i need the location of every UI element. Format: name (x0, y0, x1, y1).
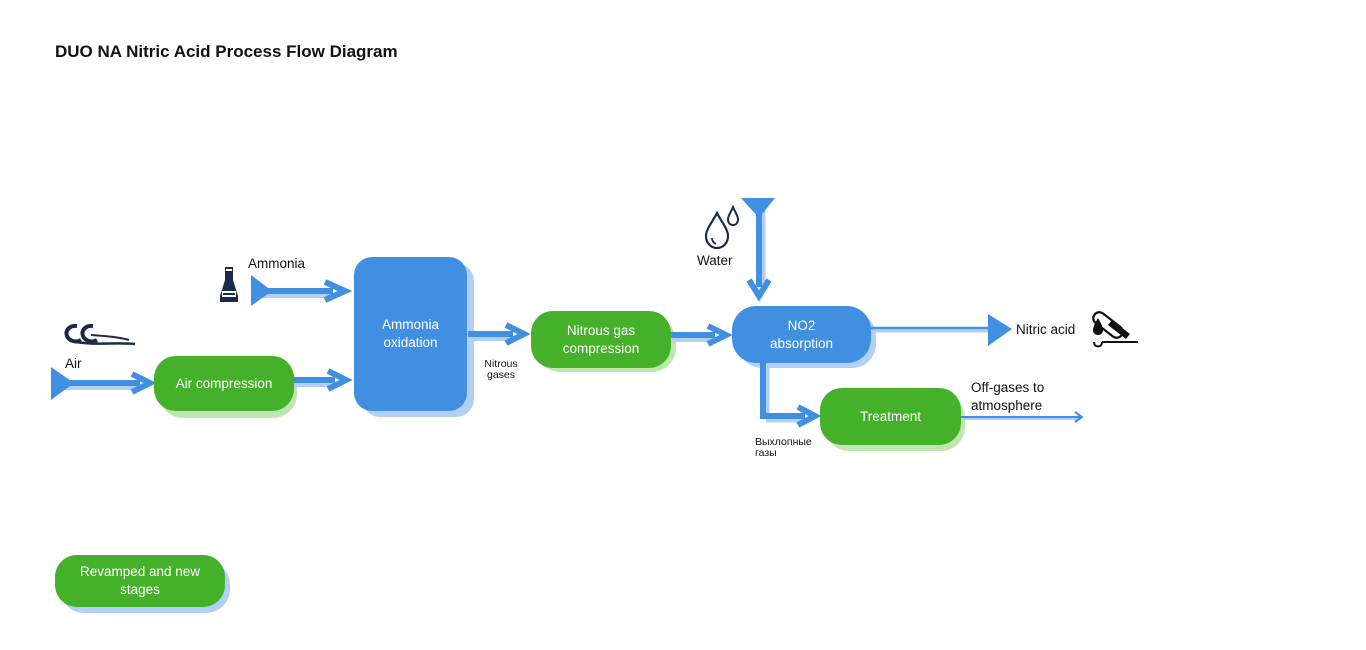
exhaust-gases-label: Выхлопные газы (755, 436, 812, 459)
nitrous-gas-compression-node: Nitrous gas compression (531, 311, 671, 368)
treatment-node: Treatment (820, 388, 961, 445)
absorption-to-treatment-arrow (760, 360, 822, 428)
ammonia-label: Ammonia (248, 256, 306, 271)
air-label: Air (65, 356, 82, 371)
wind-icon (64, 323, 136, 346)
water-drops-icon (704, 205, 740, 250)
off-gases-output-arrow (958, 411, 1084, 423)
ammonia-oxidation-label: Ammonia oxidation (381, 317, 440, 350)
water-feed-arrow (741, 198, 775, 302)
ammonia-oxidation-node: Ammonia oxidation (354, 257, 467, 411)
nitrous-gases-label: Nitrous gases (484, 358, 518, 381)
legend-revamped-new: Revamped and new stages (55, 555, 225, 607)
air-compression-label: Air compression (175, 375, 273, 391)
treatment-label: Treatment (859, 408, 922, 424)
nitric-acid-output-arrow (870, 314, 1012, 346)
oxidation-to-compression-arrow (468, 322, 531, 346)
off-gases-label: Off-gases to atmosphere (971, 380, 1045, 413)
nitrous-gas-compression-label: Nitrous gas compression (562, 322, 640, 356)
test-tube-pouring-icon (1092, 311, 1138, 348)
air-compression-node: Air compression (154, 356, 294, 411)
no2-absorption-node: NO2 absorption (732, 306, 871, 363)
ammonia-feed-arrow (251, 275, 353, 306)
legend-revamped-new-label: Revamped and new stages (79, 564, 201, 597)
ammonia-bottle-icon (220, 267, 238, 302)
compression-to-absorption-arrow (668, 323, 733, 347)
air-feed-arrow (51, 367, 157, 400)
air-to-oxidation-arrow (290, 368, 353, 392)
water-label: Water (697, 253, 733, 268)
nitric-acid-label: Nitric acid (1016, 322, 1076, 337)
no2-absorption-label: NO2 absorption (769, 317, 834, 351)
diagram-title: DUO NA Nitric Acid Process Flow Diagram (55, 42, 398, 61)
